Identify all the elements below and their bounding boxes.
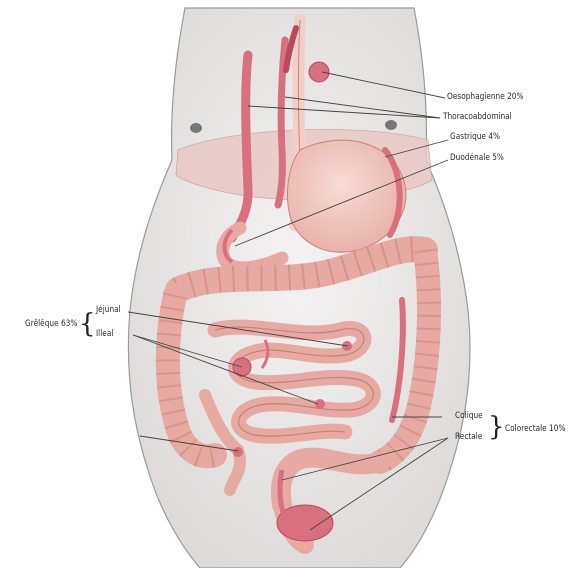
left-pin [190, 123, 202, 133]
label-jejunal: Jéjunal [96, 305, 121, 315]
ileal-lesion-2 [315, 399, 325, 409]
label-colorectale: Colorectale 10% [505, 424, 565, 434]
label-rectale: Rectale [455, 432, 482, 442]
label-ileal: Illeal [96, 329, 113, 339]
label-grele: Grêlêque 63% [25, 319, 77, 329]
grele-brace: { [79, 309, 96, 339]
esophageal-bulge [309, 62, 329, 82]
colorectale-brace: } [488, 412, 505, 442]
label-gastrique: Gastrique 4% [450, 132, 500, 142]
label-colique: Colique [455, 411, 483, 421]
distal-lesion [233, 447, 243, 457]
right-pin [385, 120, 397, 130]
label-oesophagienne: Oesophagienne 20% [447, 92, 524, 102]
label-duodenale: Duodénale 5% [450, 153, 504, 163]
label-thoracoabdominal: Thoracoabdominal [443, 112, 512, 122]
